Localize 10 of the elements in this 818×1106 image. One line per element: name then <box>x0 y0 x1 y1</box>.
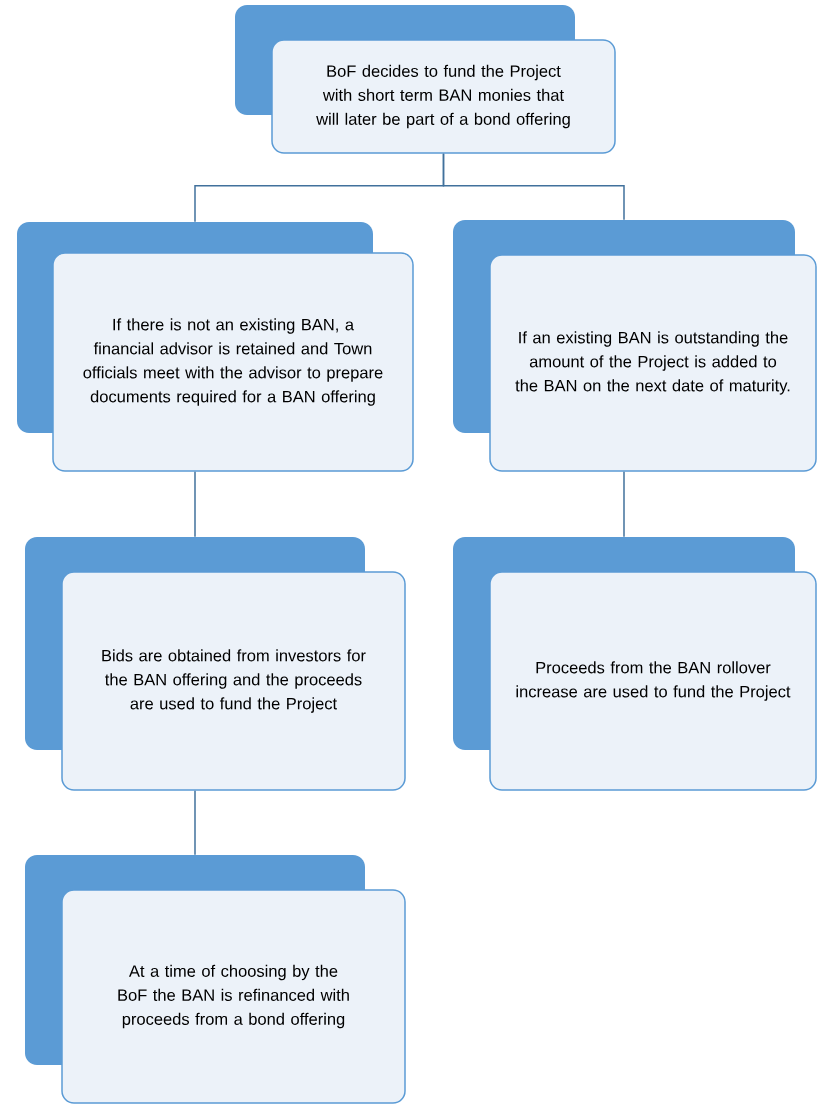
process-box: BoF decides to fund the Project with short term BAN monies that will later be part of a bond offering <box>271 39 616 154</box>
process-box: If there is not an existing BAN, a financial advisor is retained and Town officials meet with the advisor to prepare documents required for a BAN offering <box>52 252 414 472</box>
process-box: Bids are obtained from investors for the BAN offering and the proceeds are used to fund the Project <box>61 571 406 791</box>
process-box: Proceeds from the BAN rollover increase are used to fund the Project <box>489 571 817 791</box>
connector-line <box>194 790 196 856</box>
process-box: At a time of choosing by the BoF the BAN is refinanced with proceeds from a bond offering <box>61 889 406 1104</box>
connector-line <box>442 153 625 221</box>
connector-line <box>194 471 196 538</box>
process-box: If an existing BAN is outstanding the amount of the Project is added to the BAN on the next date of maturity. <box>489 254 817 472</box>
connector-line <box>623 471 625 538</box>
